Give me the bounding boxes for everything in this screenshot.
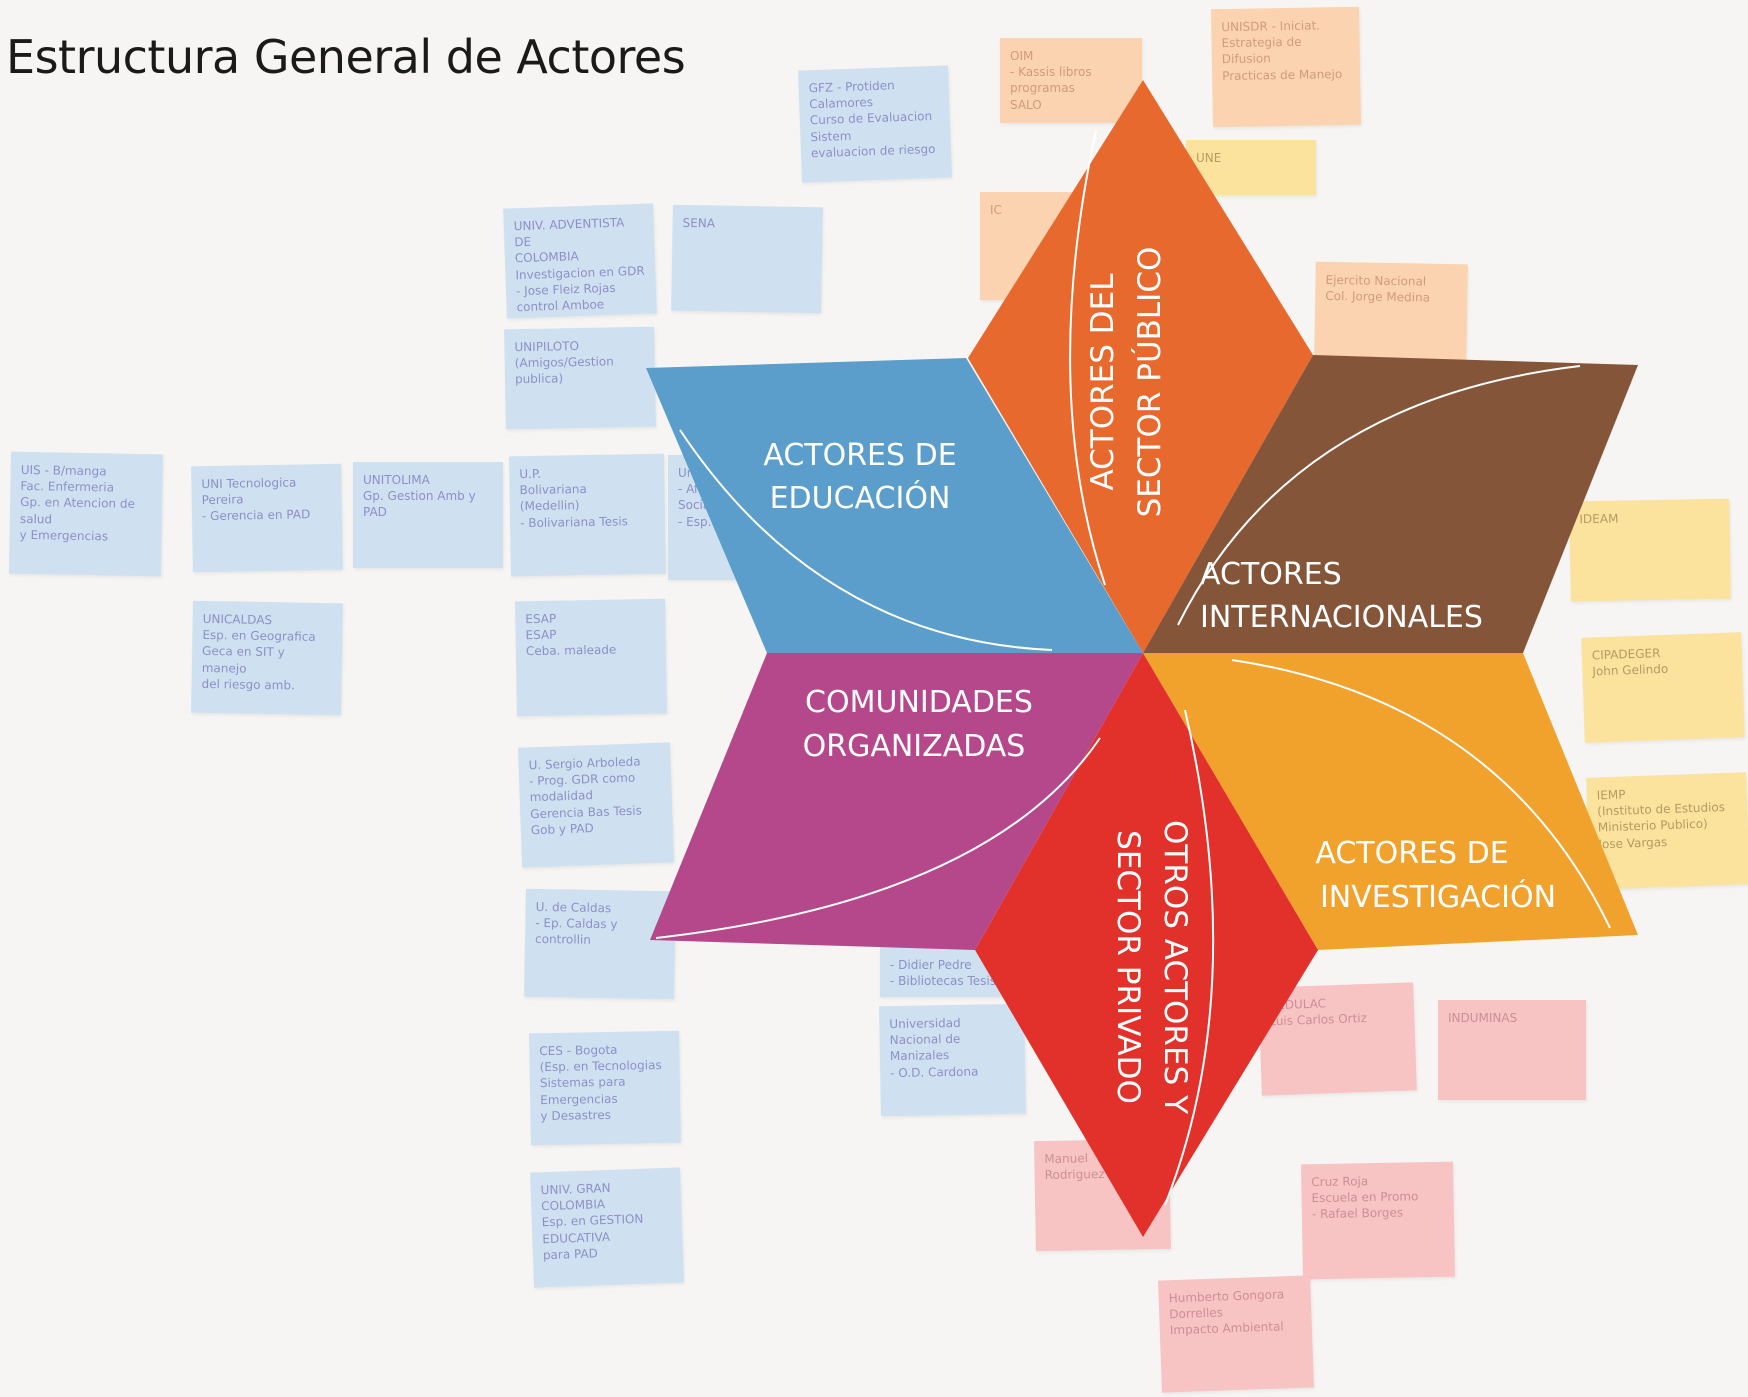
sticky-note: INDUMINAS (1438, 1000, 1586, 1100)
segment-privado-shape (975, 653, 1318, 1237)
segment-comunidades-shape (650, 653, 1143, 950)
segment-internacional-shape (1143, 355, 1638, 653)
segment-privado-curve (1164, 709, 1215, 1206)
segment-privado-label-2: SECTOR PRIVADO (1110, 830, 1146, 1104)
segment-educacion-label-2: EDUCACIÓN (770, 479, 951, 516)
segment-investigacion-label-2: INVESTIGACIÓN (1320, 878, 1556, 915)
page-title: Estructura General de Actores (6, 30, 686, 84)
segment-educacion-label-1: ACTORES DE (763, 438, 956, 473)
segment-publico-label-1: ACTORES DEL (1085, 273, 1121, 491)
segment-comunidades-curve (655, 737, 1101, 939)
segment-comunidades-label-1: COMUNIDADES (805, 685, 1033, 720)
segment-internacional-curve (1177, 365, 1581, 626)
segment-investigacion-label-1: ACTORES DE (1315, 836, 1508, 871)
segment-investigacion-curve (1231, 659, 1611, 929)
segment-privado-label-1: OTROS ACTORES Y (1157, 820, 1193, 1114)
segment-privado[interactable]: OTROS ACTORES Y SECTOR PRIVADO (975, 653, 1318, 1237)
segment-publico-shape (968, 80, 1313, 653)
segment-publico[interactable]: ACTORES DEL SECTOR PÚBLICO (968, 80, 1313, 653)
segment-educacion-curve (679, 429, 1053, 651)
segment-investigacion[interactable]: ACTORES DE INVESTIGACIÓN (1143, 653, 1638, 950)
segment-comunidades[interactable]: COMUNIDADES ORGANIZADAS (650, 653, 1143, 950)
sticky-note: OIM - Kassis libros programas SALO (1000, 38, 1142, 123)
sticky-note: UNITOLIMA Gp. Gestion Amb y PAD (353, 462, 503, 568)
segment-internacional-label-1: ACTORES (1200, 557, 1342, 592)
segment-investigacion-shape (1143, 653, 1638, 950)
segment-educacion-shape (646, 358, 1143, 653)
segment-comunidades-label-2: ORGANIZADAS (803, 729, 1026, 764)
segment-internacional[interactable]: ACTORES INTERNACIONALES (1143, 355, 1638, 653)
segment-publico-label-2: SECTOR PÚBLICO (1131, 247, 1168, 518)
segment-publico-curve (1069, 129, 1106, 586)
segment-internacional-label-2: INTERNACIONALES (1200, 600, 1483, 635)
segment-educacion[interactable]: ACTORES DE EDUCACIÓN (646, 358, 1143, 653)
